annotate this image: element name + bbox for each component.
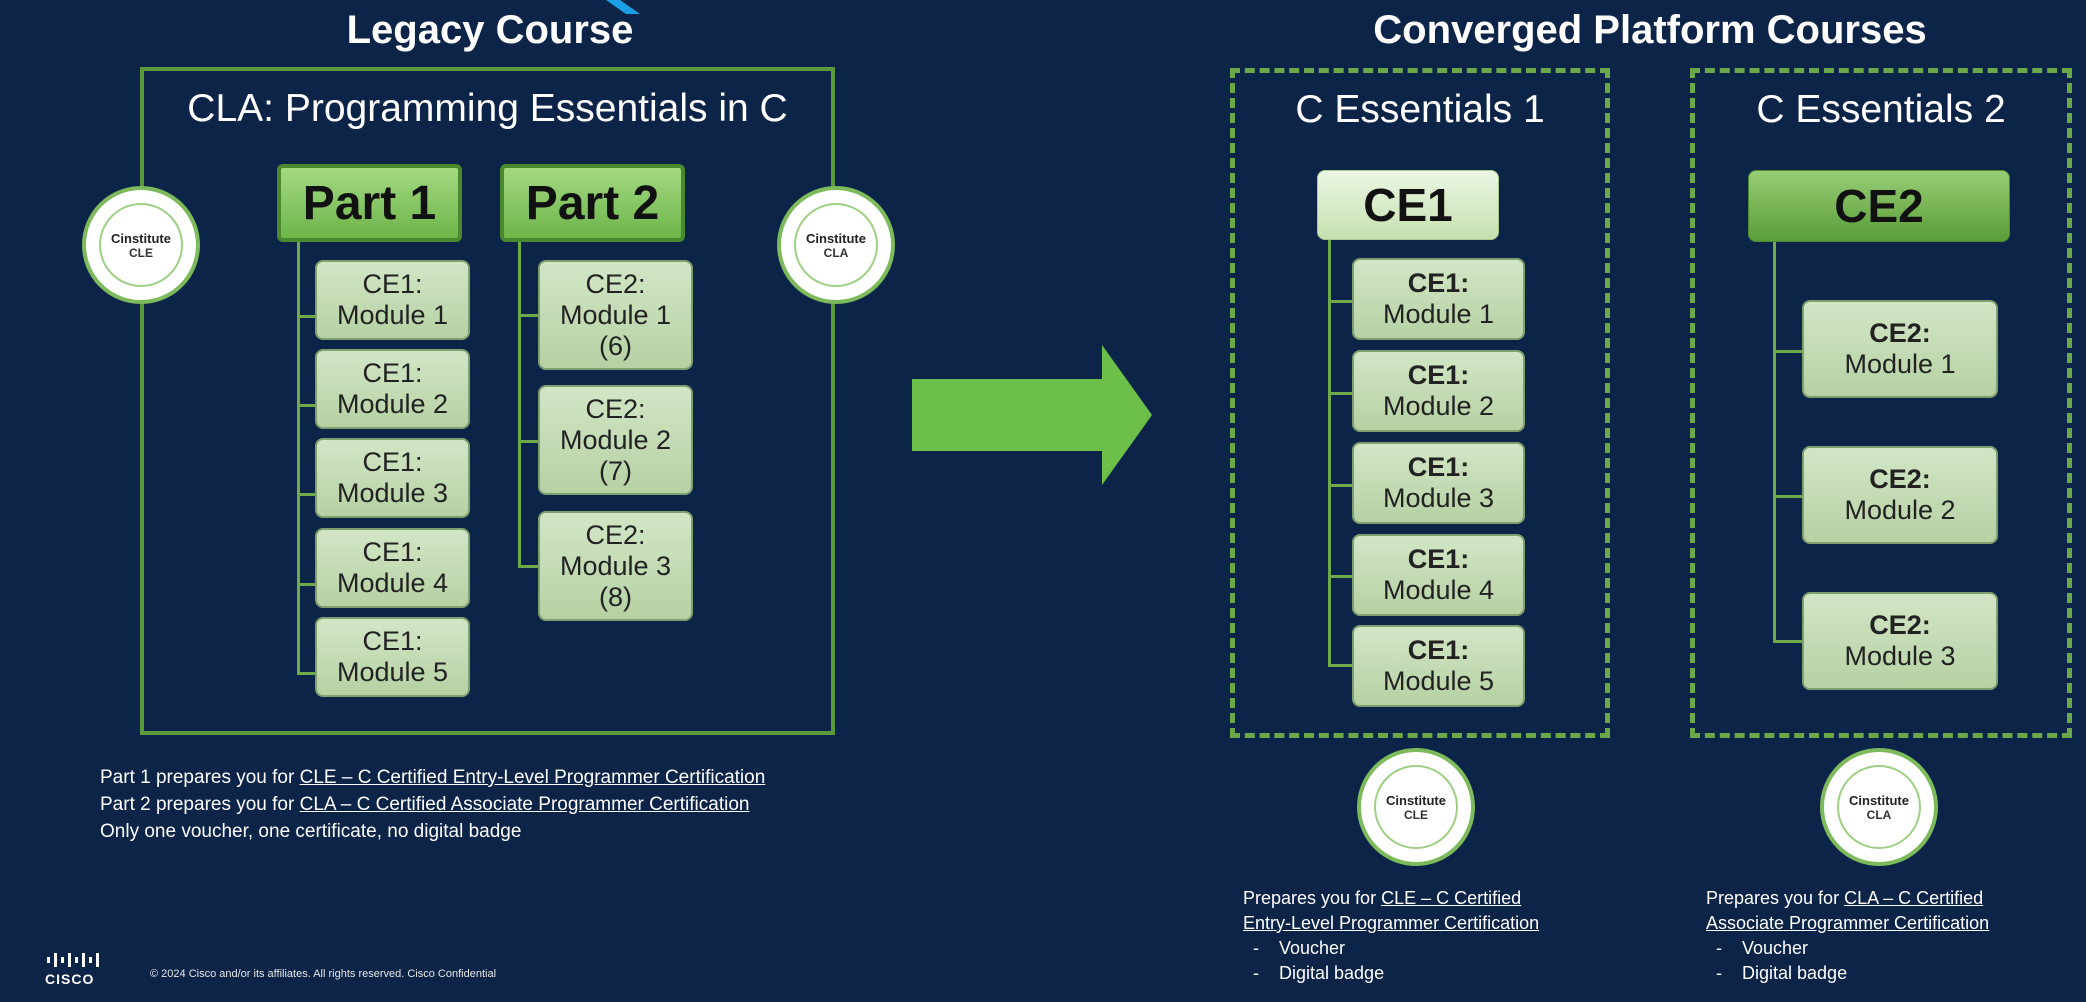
ce1-notes: Prepares you for CLE – C Certified Entry… [1243,886,1643,986]
ce2-module-1: CE2:Module 1 [1802,300,1998,398]
part-2-module-3: CE2:Module 3(8) [538,511,693,621]
connector [297,315,315,318]
part-1-module-3: CE1:Module 3 [315,438,470,518]
connector [518,314,538,317]
part-1-module-4: CE1:Module 4 [315,528,470,608]
ce2-connector [1773,242,1776,642]
part-2-connector [518,242,521,567]
ce1-module-1: CE1:Module 1 [1352,258,1525,340]
bullet-item: -Digital badge [1243,963,1385,983]
ce1-header: CE1 [1317,170,1499,240]
connector [518,440,538,443]
ce1-module-5: CE1:Module 5 [1352,625,1525,707]
cle-certification-link[interactable]: CLE – C Certified [1381,888,1522,908]
connector [1328,392,1352,395]
connector [1773,495,1802,498]
cisco-logo: CISCO [45,948,105,987]
legacy-notes: Part 1 prepares you for CLE – C Certifie… [100,764,920,845]
connector [297,583,315,586]
note-line-2: Part 2 prepares you for CLA – C Certifie… [100,794,750,815]
cla-certification-link[interactable]: CLA – C Certified Associate Programmer C… [299,794,750,815]
legacy-heading: Legacy Course [346,8,634,52]
legacy-course-box [140,67,835,735]
legacy-course-title: CLA: Programming Essentials in C [187,87,788,130]
connector [297,404,315,407]
ce1-module-2: CE1:Module 2 [1352,350,1525,432]
c-essentials-1-box [1230,68,1610,738]
cisco-wordmark: CISCO [45,971,95,987]
ce2-header: CE2 [1748,170,2010,242]
cle-certification-link[interactable]: CLE – C Certified Entry-Level Programmer… [299,767,766,788]
cle-certification-link-cont[interactable]: Entry-Level Programmer Certification [1243,913,1540,933]
copyright-text: © 2024 Cisco and/or its affiliates. All … [150,968,497,980]
c-essentials-1-title: C Essentials 1 [1295,88,1545,131]
ce1-connector [1328,240,1331,665]
part-2-module-1: CE2:Module 1(6) [538,260,693,370]
connector [518,565,538,568]
note-line-1: Part 1 prepares you for CLE – C Certifie… [100,767,766,788]
bullet-item: -Voucher [1243,938,1346,958]
part-1-module-2: CE1:Module 2 [315,349,470,429]
transition-arrow-icon [912,345,1152,485]
bullet-item: -Digital badge [1706,963,1848,983]
part-1-connector [297,242,300,674]
c-essentials-2-title: C Essentials 2 [1756,88,2006,131]
decorative-stroke [606,0,640,14]
connector [297,672,315,675]
connector [1328,484,1352,487]
part-2-header: Part 2 [500,164,685,242]
cla-certification-link-cont[interactable]: Associate Programmer Certification [1706,913,1990,933]
c-essentials-2-box [1690,68,2072,738]
part-2-module-2: CE2:Module 2(7) [538,385,693,495]
note-line-3: Only one voucher, one certificate, no di… [100,821,522,842]
ce2-module-2: CE2:Module 2 [1802,446,1998,544]
ce2-notes: Prepares you for CLA – C Certified Assoc… [1706,886,2086,986]
ce1-module-3: CE1:Module 3 [1352,442,1525,524]
part-1-header: Part 1 [277,164,462,242]
connector [1328,575,1352,578]
connector [297,493,315,496]
cla-certification-link[interactable]: CLA – C Certified [1844,888,1984,908]
part-1-module-5: CE1:Module 5 [315,617,470,697]
cisco-bars-icon [47,953,99,967]
converged-heading: Converged Platform Courses [1373,8,1927,52]
ce2-module-3: CE2:Module 3 [1802,592,1998,690]
bullet-item: -Voucher [1706,938,1809,958]
ce1-module-4: CE1:Module 4 [1352,534,1525,616]
connector [1328,300,1352,303]
connector [1773,350,1802,353]
part-1-module-1: CE1:Module 1 [315,260,470,340]
connector [1773,640,1802,643]
connector [1328,664,1352,667]
